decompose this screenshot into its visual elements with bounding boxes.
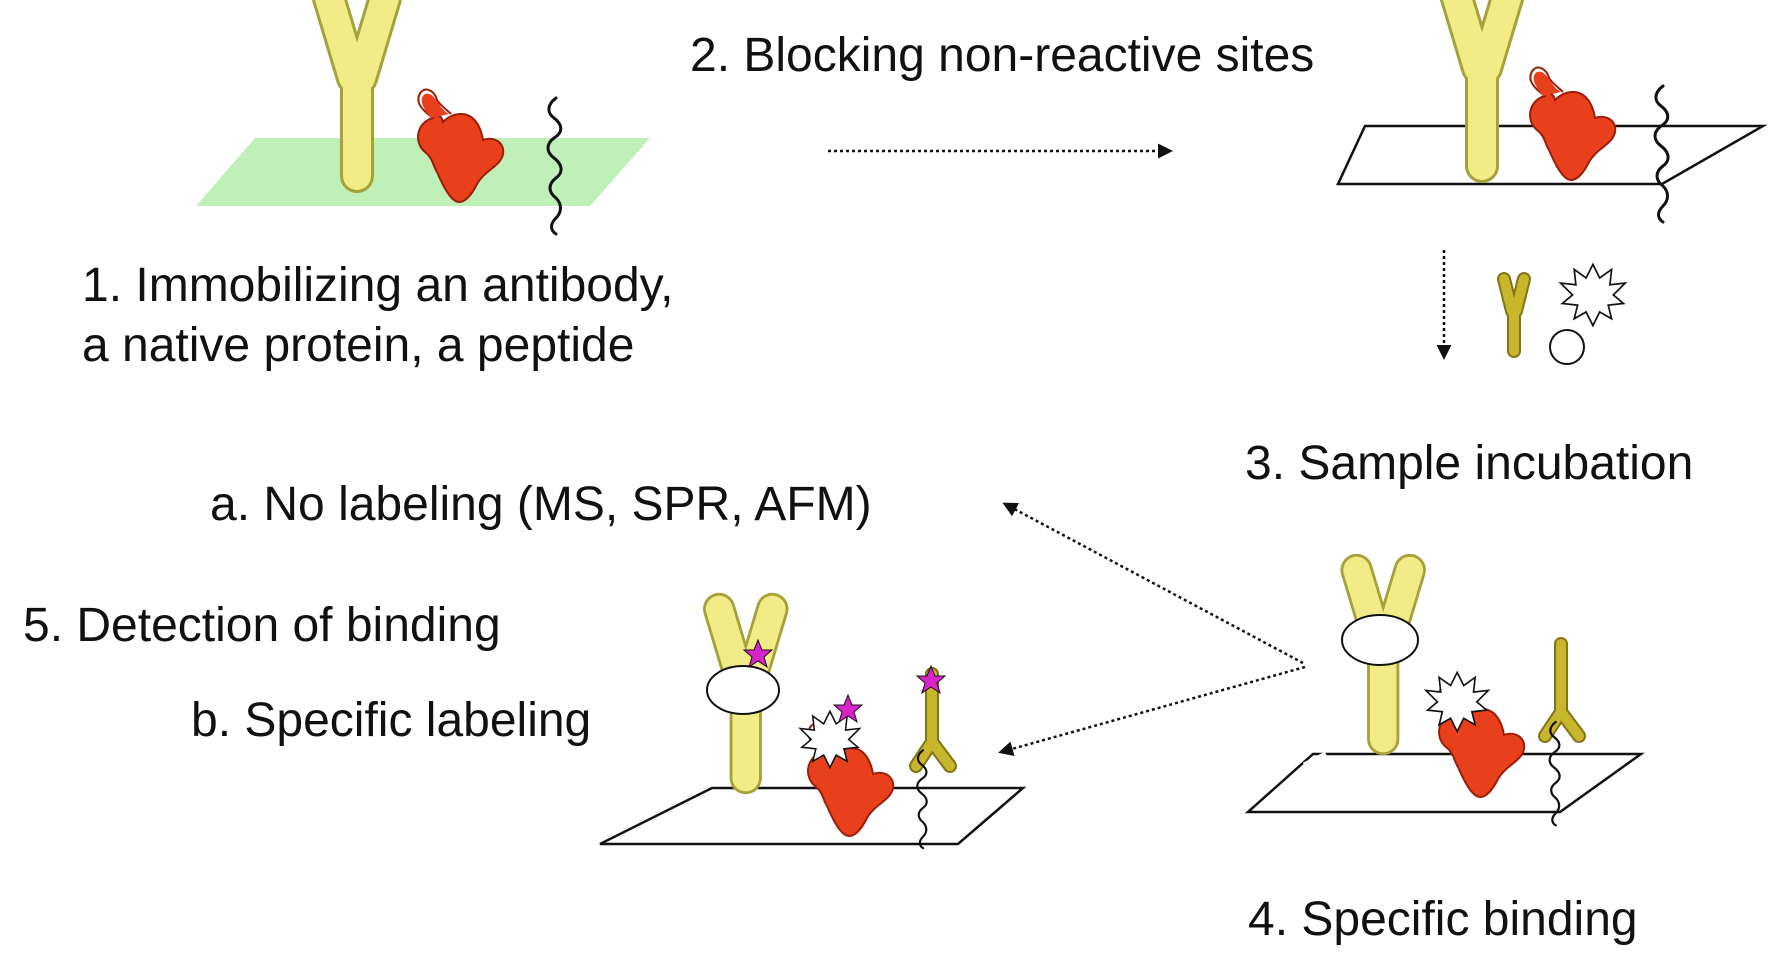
option-b-label: b. Specific labeling — [191, 694, 591, 747]
step3-label: 3. Sample incubation — [1245, 437, 1693, 490]
binding-surface-gap — [1302, 751, 1328, 768]
binding-inverted-antibody-icon — [1545, 644, 1579, 736]
antigen-ball-icon — [1549, 329, 1585, 365]
step5-label: 5. Detection of binding — [23, 599, 501, 652]
step4-label: 4. Specific binding — [1248, 893, 1638, 946]
option-a-label: a. No labeling (MS, SPR, AFM) — [210, 478, 872, 531]
burst-analyte-icon — [1559, 263, 1627, 327]
step1-label-line1: 1. Immobilizing an antibody, — [82, 259, 673, 312]
labeled-surface — [599, 786, 1027, 846]
no-labeling-arrow — [1002, 502, 1304, 665]
initial-surface — [196, 138, 650, 206]
fluorescent-star-icon-burst — [833, 694, 863, 723]
binding-antigen-ball-icon — [1341, 614, 1419, 666]
binding-surface — [1244, 752, 1645, 814]
step2-label: 2. Blocking non-reactive sites — [690, 29, 1314, 82]
step1-label-line2: a native protein, a peptide — [82, 319, 634, 372]
specific-labeling-arrow — [998, 665, 1306, 756]
bound-antigen-ball-icon — [706, 665, 780, 715]
analyte-antibody-icon — [1504, 279, 1524, 351]
